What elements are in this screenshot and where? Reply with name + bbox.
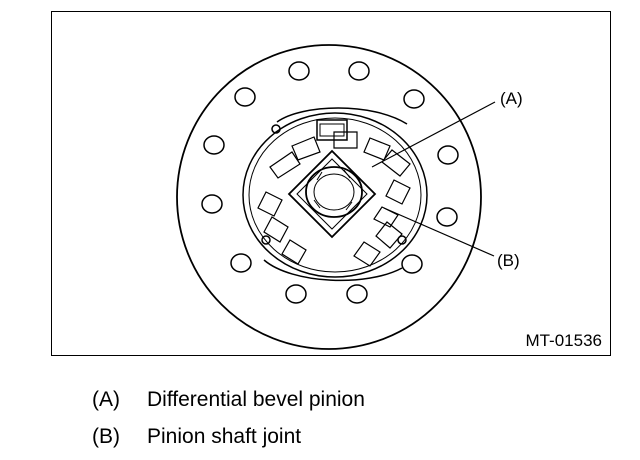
- center-bore: [305, 166, 363, 218]
- legend-row-b: (B) Pinion shaft joint: [92, 426, 301, 448]
- differential-case-drawing: [176, 44, 496, 350]
- gear-teeth: [257, 131, 411, 267]
- legend-text-b: Pinion shaft joint: [147, 425, 302, 448]
- leader-line-b: [383, 207, 495, 257]
- bolt-holes: [201, 61, 459, 304]
- figure-frame: (A) (B) MT-01536: [51, 11, 611, 356]
- case-body: [242, 107, 428, 282]
- leader-line-a: [371, 101, 496, 168]
- pinion-assembly: [287, 149, 377, 239]
- callout-b: (B): [497, 251, 520, 270]
- legend-row-a: (A) Differential bevel pinion: [92, 389, 365, 411]
- legend-key-a: (A): [92, 388, 120, 411]
- outer-flange: [176, 44, 482, 350]
- legend-key-b: (B): [92, 425, 120, 448]
- legend-text-a: Differential bevel pinion: [147, 388, 365, 411]
- callout-a: (A): [500, 89, 523, 108]
- figure-code: MT-01536: [525, 331, 602, 350]
